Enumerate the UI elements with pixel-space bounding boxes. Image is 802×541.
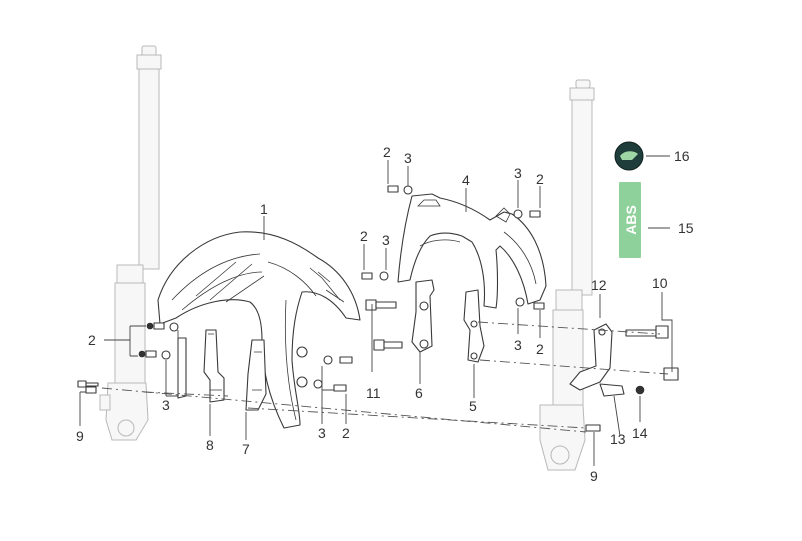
callout-8: 8 [206,437,214,453]
leader-lines [79,155,673,466]
callout-10: 10 [652,275,668,291]
callout-2-right-top: 2 [536,171,544,187]
callout-12: 12 [591,277,607,293]
callout-9-right: 9 [590,468,598,484]
callout-numbers: 1 2 3 2 3 2 3 4 3 2 3 2 5 6 7 8 9 9 10 1… [76,144,694,484]
inner-fender-bracket [397,193,547,309]
callout-3-mid: 3 [382,232,390,248]
callout-2-right-bottom: 2 [536,341,544,357]
mounting-plate-left [411,279,435,353]
callout-2-lower-mid: 2 [342,425,350,441]
callout-5: 5 [469,398,477,414]
left-fork-leg [99,45,162,441]
center-bracket [245,339,267,411]
callout-2-mid: 2 [360,228,368,244]
callout-7: 7 [242,441,250,457]
callout-9-left: 9 [76,428,84,444]
alignment-lines [101,321,669,433]
callout-2-upper: 2 [383,144,391,160]
abs-sticker-icon: ABS [619,182,641,258]
mounting-plate-right [463,289,485,363]
callout-14: 14 [632,425,648,441]
abs-label: ABS [623,205,639,235]
right-fork-leg [539,79,595,471]
callout-3-lower-mid: 3 [318,425,326,441]
callout-13: 13 [610,431,626,447]
brand-emblem-icon [614,141,644,171]
callout-16: 16 [674,148,690,164]
callout-11: 11 [366,385,381,401]
callout-1: 1 [260,201,268,217]
abs-sensor-bracket [569,323,613,391]
callout-4: 4 [462,172,470,188]
front-fender [157,231,361,429]
callout-6: 6 [415,385,423,401]
left-bracket [177,329,225,403]
callout-3-right-bottom: 3 [514,337,522,353]
callout-3-right-top: 3 [514,165,522,181]
callout-15: 15 [678,220,694,236]
callout-3-upper: 3 [404,150,412,166]
callout-3-left: 3 [162,397,170,413]
clip-part [599,383,645,397]
callout-2-left: 2 [88,332,96,348]
